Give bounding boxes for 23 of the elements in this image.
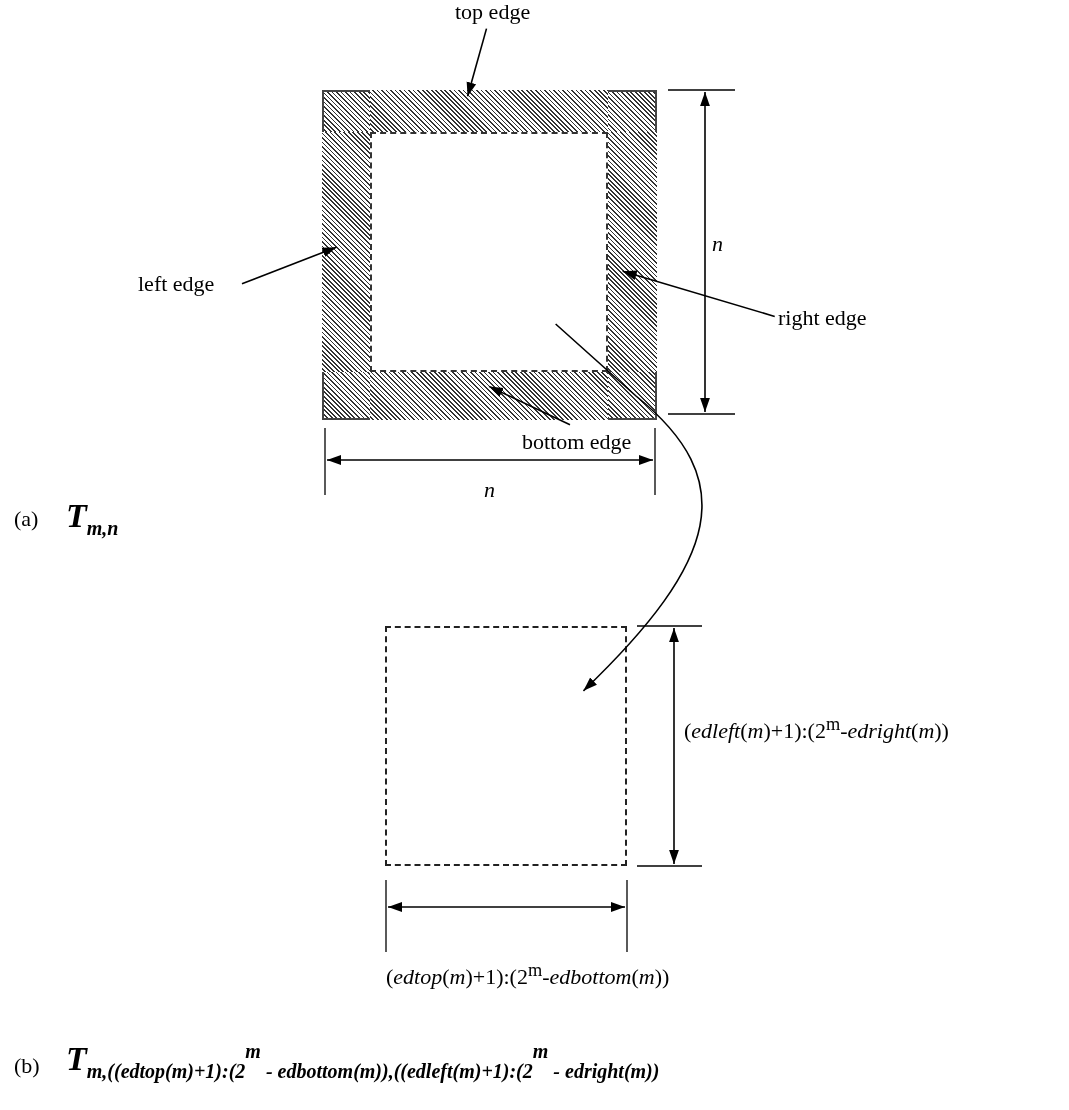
- hatched-band: [322, 132, 370, 372]
- hatched-band: [608, 132, 657, 372]
- curved-arrow: [554, 323, 703, 692]
- leader-line: [488, 385, 571, 426]
- part-label: bottom edge: [522, 430, 632, 455]
- panel-label: (b): [14, 1054, 40, 1079]
- leader-line: [241, 246, 338, 285]
- inner-square: [370, 132, 608, 372]
- hatched-band: [370, 372, 608, 420]
- hatched-square: [322, 90, 657, 420]
- dimension-label: (edleft(m)+1):(2$^{m}$-edright(m)): [684, 714, 949, 744]
- leader-line: [621, 270, 776, 318]
- leader-line: [466, 27, 488, 98]
- formula: T$_{m,n}$: [66, 497, 119, 539]
- part-label: right edge: [778, 306, 867, 331]
- panel-label: (a): [14, 507, 39, 532]
- dimension-label: n: [484, 478, 495, 503]
- dashed-square: [385, 626, 627, 866]
- dimension-label: (edtop(m)+1):(2$^{m}$-edbottom(m)): [386, 960, 670, 990]
- dimension-label: n: [712, 232, 723, 257]
- part-label: left edge: [138, 272, 215, 297]
- hatched-band: [370, 90, 608, 132]
- part-label: top edge: [455, 0, 531, 25]
